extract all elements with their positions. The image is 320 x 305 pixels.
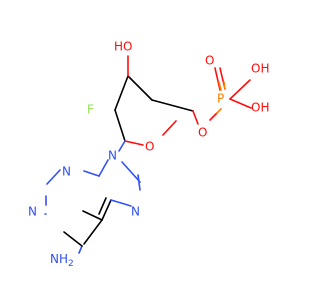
atom-phosphate-oh1: OH xyxy=(251,62,269,76)
molecule-canvas: HO F O O P O OH OH N N N N NH2 xyxy=(28,40,269,269)
bond-p-o-double-a xyxy=(214,67,221,91)
bond-p-oester-half xyxy=(216,108,222,114)
atom-n1: N xyxy=(28,205,37,219)
bond-c5-oester xyxy=(192,110,199,125)
atom-n3: N xyxy=(62,165,71,179)
bond-c4p-c5p-double xyxy=(98,197,107,215)
atom-phosphoryl-oxygen: O xyxy=(205,54,214,68)
molecule-structure: HO F O O P O OH OH N N N N NH2 xyxy=(28,40,269,269)
bond-c1-n9 xyxy=(118,140,126,152)
bonds xyxy=(82,75,194,245)
bond-c6-nh2 xyxy=(78,245,83,254)
bond-c2-c1 xyxy=(114,109,126,142)
atom-ester-oxygen: O xyxy=(198,126,207,140)
bond-p-o-double-half-a xyxy=(218,81,222,91)
atom-labels: HO F O O P O OH OH N N N N NH2 xyxy=(28,40,269,269)
bond-c2-c6-area xyxy=(63,231,83,247)
bond-c6p-c4p xyxy=(83,219,103,245)
bond-n9-c4 xyxy=(98,159,109,177)
bond-n7-c5 xyxy=(110,199,132,207)
bond-c5p-c6p xyxy=(82,210,103,221)
atom-amine-subscript: 2 xyxy=(68,259,74,269)
atom-phosphorus: P xyxy=(217,92,224,106)
bond-c3-c4 xyxy=(127,75,153,101)
atom-phosphate-oh2: OH xyxy=(251,101,269,115)
atom-amine-symbol: NH xyxy=(50,252,68,266)
bond-c3-c2 xyxy=(114,75,129,111)
atom-ring-oxygen: O xyxy=(145,140,154,154)
bond-n3-c2 xyxy=(46,169,61,185)
atom-fluorine: F xyxy=(87,103,94,117)
bond-oester-p xyxy=(209,112,218,121)
bond-p-oh1 xyxy=(229,79,251,100)
oxygen-bonds xyxy=(124,55,252,146)
bond-p-o-double-half-b xyxy=(223,81,226,90)
bond-c4-c5 xyxy=(151,99,194,112)
atom-n7: N xyxy=(131,205,140,219)
bond-p-oh2 xyxy=(229,98,252,109)
purine-bonds xyxy=(63,231,83,247)
phosphorus-bonds xyxy=(216,81,226,114)
bond-n9-c8 xyxy=(121,161,141,183)
atom-n9: N xyxy=(108,149,117,163)
bond-c4-o xyxy=(162,120,177,136)
bond-c4-n3 xyxy=(83,170,100,177)
atom-hydroxyl: HO xyxy=(114,40,132,54)
nitrogen-bonds xyxy=(44,140,141,254)
bond-c8-n7 xyxy=(137,174,141,191)
bond-c4p-c5p xyxy=(101,199,112,221)
atom-amine: NH2 xyxy=(50,252,74,269)
bond-c1-o xyxy=(124,140,144,146)
